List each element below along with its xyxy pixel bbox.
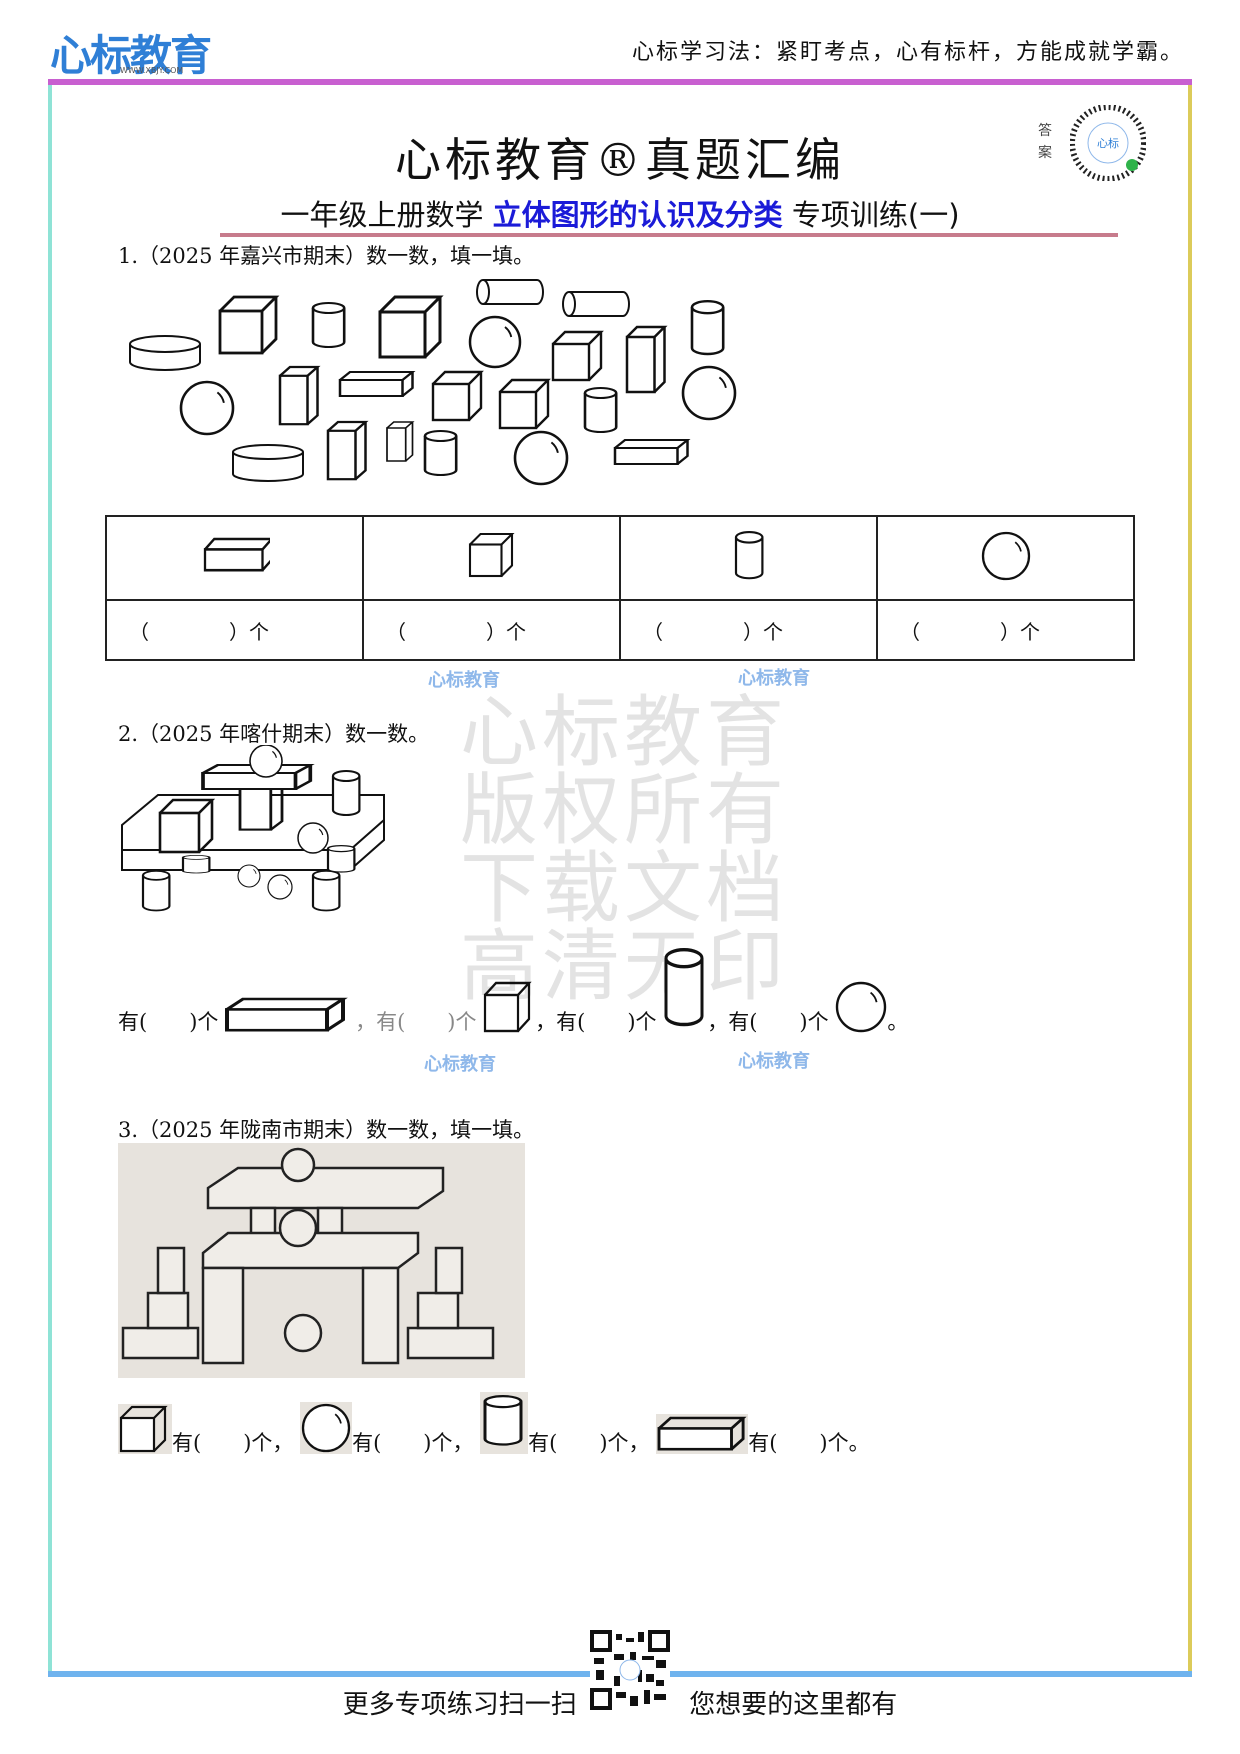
sphere-icon	[300, 1402, 353, 1454]
watermark-line: 高清无印	[460, 922, 789, 1012]
page-title: 心标教育®真题汇编	[395, 133, 845, 187]
svg-text:心标: 心标	[1097, 136, 1119, 150]
sphere-count-blank[interactable]: （ ）个	[876, 599, 1135, 661]
question-3-blocks-photo	[118, 1143, 525, 1378]
answer-qr-code-icon[interactable]: 心标	[1070, 105, 1146, 181]
title-divider	[220, 233, 1118, 237]
cuboid-icon	[656, 1414, 749, 1454]
watermark-small: 心标教育	[738, 1051, 810, 1072]
cylinder-icon	[480, 1392, 529, 1454]
question-2-blocks-figure	[121, 745, 385, 912]
cube-count-blank[interactable]: （ ）个	[362, 599, 621, 661]
footer-qr-code-icon[interactable]	[590, 1630, 670, 1710]
question-1-shapes-figure	[129, 279, 737, 486]
cube-icon	[118, 1404, 172, 1454]
cube-header-cell	[362, 515, 621, 601]
cuboid-icon	[203, 537, 273, 572]
copyright-watermark: 心标教育 版权所有 下载文档 高清无印	[460, 694, 788, 1006]
cylinder-header-cell	[619, 515, 878, 601]
cube-icon	[483, 981, 531, 1033]
sentence-end: 。	[887, 1010, 909, 1034]
page-subtitle: 一年级上册数学 立体图形的认识及分类 专项训练(一)	[0, 192, 1240, 234]
watermark-line: 下载文档	[460, 844, 789, 934]
cuboid-count-blank[interactable]: 有( )个	[118, 1010, 219, 1034]
sphere-count-blank[interactable]: 有( )个，	[352, 1431, 474, 1455]
sphere-icon	[981, 531, 1030, 581]
logo-url: WWW.XBJY.COM	[120, 66, 184, 75]
footer-left-text: 更多专项练习扫一扫	[342, 1690, 577, 1720]
cuboid-count-blank[interactable]: 有( )个。	[748, 1431, 870, 1455]
footer-banner: 更多专项练习扫一扫 您想要的这里都有	[0, 1684, 1240, 1721]
cylinder-icon	[734, 530, 764, 580]
topic-label: 立体图形的认识及分类	[492, 198, 783, 232]
cuboid-header-cell	[105, 515, 364, 601]
grade-label: 一年级上册数学	[280, 198, 484, 232]
header-motto: 心标学习法：紧盯考点，心有标杆，方能成就学霸。	[631, 40, 1184, 65]
top-border	[48, 79, 1192, 85]
cube-count-blank[interactable]: ，有( )个	[355, 1010, 477, 1034]
question-2-answer-line: 有( )个 ，有( )个 ，有( )个 ，有( )个 。	[118, 945, 908, 1036]
cylinder-count-blank[interactable]: （ ）个	[619, 599, 878, 661]
practice-label: 专项训练(一)	[791, 198, 960, 232]
cube-count-blank[interactable]: 有( )个，	[172, 1431, 294, 1455]
question-2-prompt: 2.（2025 年喀什期末）数一数。	[118, 722, 430, 746]
cylinder-count-blank[interactable]: 有( )个，	[528, 1431, 650, 1455]
question-3-prompt: 3.（2025 年陇南市期末）数一数，填一填。	[118, 1118, 535, 1142]
blocks-structure-figure	[121, 1147, 495, 1365]
question-3-answer-line: 有( )个， 有( )个， 有( )个， 有( )个。	[118, 1392, 870, 1457]
watermark-small: 心标教育	[424, 1054, 496, 1075]
watermark-line: 版权所有	[460, 766, 789, 856]
watermark-small: 心标教育	[738, 668, 810, 689]
left-border	[48, 85, 52, 1673]
watermark-small: 心标教育	[428, 670, 500, 691]
sphere-icon	[836, 981, 887, 1033]
cuboid-icon	[225, 997, 346, 1033]
watermark-line: 心标教育	[460, 688, 789, 778]
cylinder-count-blank[interactable]: ，有( )个	[535, 1010, 657, 1034]
answer-label: 答案	[1038, 123, 1052, 161]
footer-right-text: 您想要的这里都有	[689, 1690, 898, 1720]
right-border	[1188, 85, 1192, 1673]
sphere-header-cell	[876, 515, 1135, 601]
sphere-count-blank[interactable]: ，有( )个	[707, 1010, 829, 1034]
cube-icon	[468, 532, 513, 578]
question-1-answer-table: （ ）个 （ ）个 （ ）个 （ ）个	[105, 515, 1135, 661]
cylinder-icon	[664, 948, 704, 1027]
cuboid-count-blank[interactable]: （ ）个	[105, 599, 364, 661]
question-1-prompt: 1.（2025 年嘉兴市期末）数一数，填一填。	[118, 244, 535, 268]
logo-text: 心标教育	[50, 31, 212, 80]
